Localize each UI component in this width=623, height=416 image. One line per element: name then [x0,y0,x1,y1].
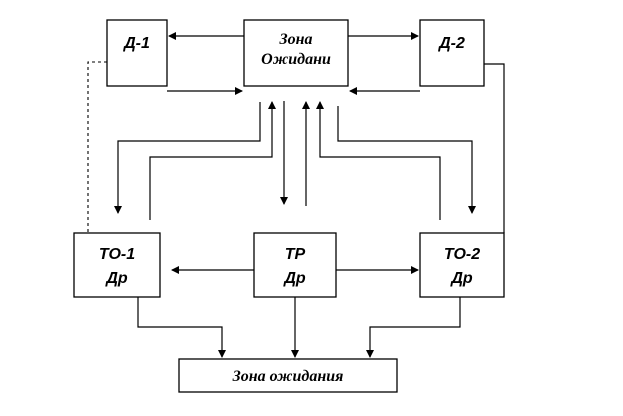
node-tr [253,232,337,298]
node-to2 [419,232,505,298]
to2-label-1: ТО-2 [444,246,480,263]
arrow-to2-to-zone [316,101,441,220]
to1-label-1: ТО-1 [99,246,135,263]
zone-bottom-label: Зона ожидания [232,368,344,385]
d1-label: Д-1 [122,35,150,52]
tr-label-1: ТР [285,246,306,263]
node-to1 [73,232,161,298]
tr-label-2: Др [282,270,306,287]
node-zone-top [243,19,349,87]
arrow-zone-to-to1 [114,102,261,214]
to1-label-2: Др [104,270,128,287]
arrow-to2-to-zone-bottom [366,297,461,358]
node-zone-bottom [178,358,398,393]
arrow-zone-to-to2 [337,106,476,214]
zone-top-label-1: Зона [278,31,312,48]
to2-label-2: Др [449,270,473,287]
d2-label: Д-2 [437,35,465,52]
node-d2 [419,19,485,87]
dashed-link-d1-to1 [87,61,107,233]
node-d1 [106,19,168,87]
zone-top-label-2: Ожидани [261,51,331,68]
arrow-to1-to-zone [149,101,276,220]
arrow-to1-to-zone-bottom [137,297,226,358]
link-d2-to2 [484,63,505,233]
